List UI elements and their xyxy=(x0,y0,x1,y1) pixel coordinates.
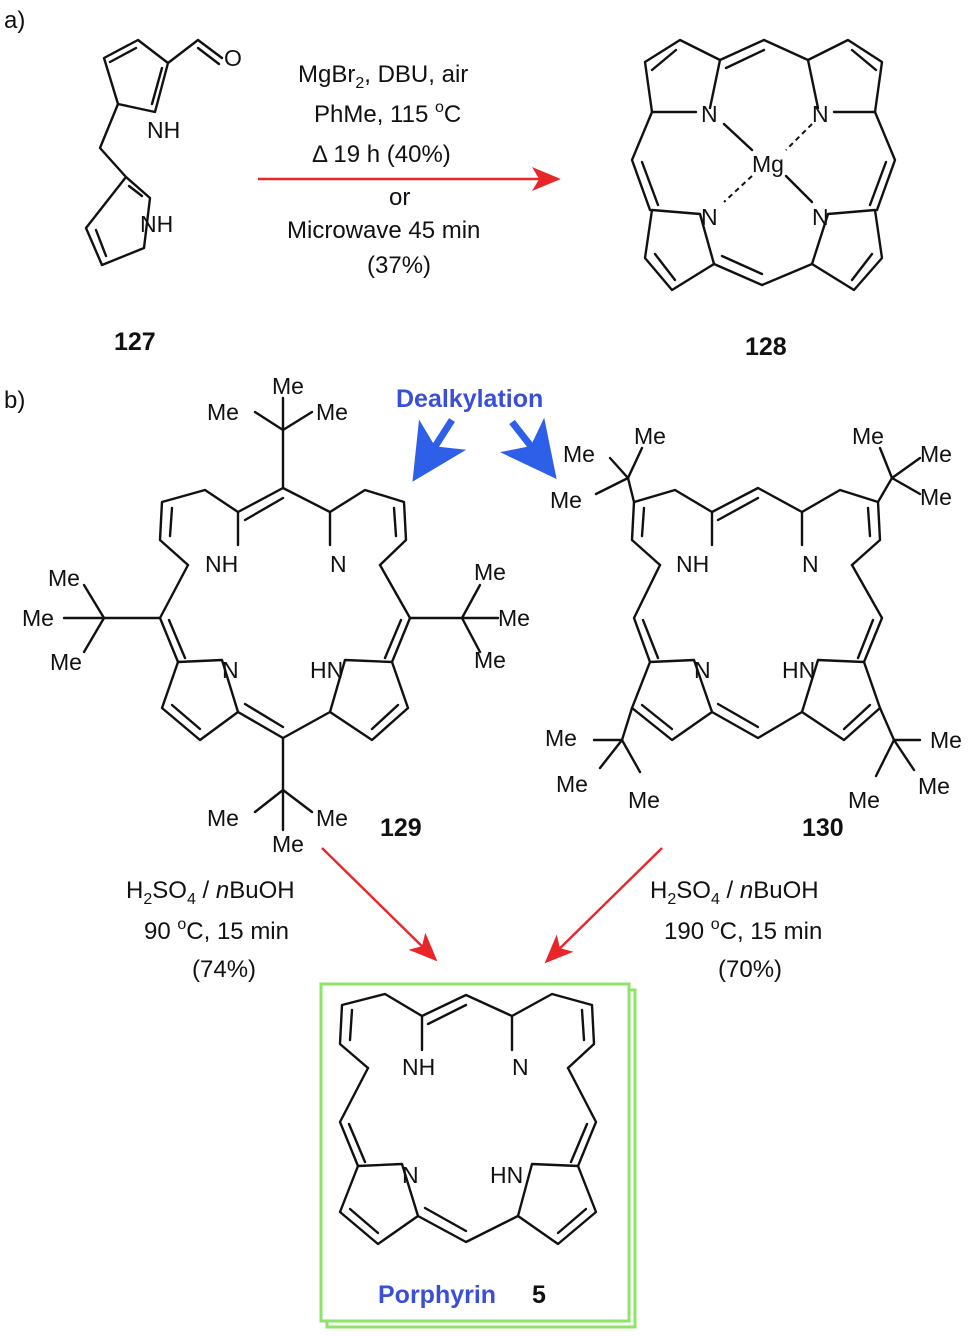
reaction-a-conditions: MgBr2, DBU, air PhMe, 115 oC Δ 19 h (40%… xyxy=(287,61,480,279)
condition-line: or xyxy=(389,184,410,211)
oxygen-atom: O xyxy=(224,45,242,71)
condition-line: 90 oC, 15 min xyxy=(144,916,289,945)
reaction-left-conditions: H2SO4 / nBuOH 90 oC, 15 min (74%) xyxy=(126,877,295,983)
hn-atom: HN xyxy=(490,1162,523,1188)
methyl-label: Me xyxy=(556,771,588,797)
hn-atom: HN xyxy=(310,657,343,683)
molecule-porphyrin-5: NH N N HN xyxy=(338,992,598,1246)
reaction-right-conditions: H2SO4 / nBuOH 190 oC, 15 min (70%) xyxy=(650,877,822,983)
nitrogen-atom: N xyxy=(812,101,829,127)
compound-127-label: 127 xyxy=(114,328,156,356)
nitrogen-atom: N xyxy=(330,551,347,577)
methyl-label: Me xyxy=(48,565,80,591)
methyl-label: Me xyxy=(563,441,595,467)
compound-130-label: 130 xyxy=(802,814,844,842)
nitrogen-atom: N xyxy=(694,657,711,683)
dealkylation-arrow-right xyxy=(500,417,557,480)
condition-line: (70%) xyxy=(718,956,782,983)
methyl-label: Me xyxy=(272,831,304,857)
methyl-label: Me xyxy=(50,649,82,675)
panel-b-label: b) xyxy=(4,387,25,414)
molecule-128: N N Mg N N xyxy=(630,38,897,292)
dealkylation-arrow-left xyxy=(412,418,467,482)
compound-129-label: 129 xyxy=(380,814,422,842)
reaction-arrow-right xyxy=(544,847,663,964)
nitrogen-atom: N xyxy=(802,551,819,577)
reaction-arrow-left xyxy=(321,847,438,962)
nh-atom: NH xyxy=(140,211,173,237)
methyl-label: Me xyxy=(918,773,950,799)
methyl-label: Me xyxy=(930,727,962,753)
methyl-label: Me xyxy=(545,725,577,751)
methyl-label: Me xyxy=(848,787,880,813)
molecule-129: Me Me Me Me Me Me Me Me Me xyxy=(22,373,530,857)
condition-line: Microwave 45 min xyxy=(287,217,480,244)
porphyrin-name-label: Porphyrin xyxy=(378,1281,496,1309)
methyl-label: Me xyxy=(852,423,884,449)
methyl-label: Me xyxy=(22,605,54,631)
methyl-label: Me xyxy=(920,484,952,510)
methyl-label: Me xyxy=(316,805,348,831)
dealkylation-label: Dealkylation xyxy=(396,385,543,413)
nitrogen-atom: N xyxy=(402,1162,419,1188)
hn-atom: HN xyxy=(782,657,815,683)
condition-line: PhMe, 115 oC xyxy=(314,99,461,128)
methyl-label: Me xyxy=(207,399,239,425)
product-box xyxy=(319,982,631,1323)
molecule-130: Me Me Me Me Me Me Me Me Me Me Me Me NH N… xyxy=(545,423,962,813)
methyl-label: Me xyxy=(272,373,304,399)
methyl-label: Me xyxy=(920,441,952,467)
methyl-label: Me xyxy=(498,605,530,631)
magnesium-atom: Mg xyxy=(752,151,784,177)
methyl-label: Me xyxy=(550,487,582,513)
nitrogen-atom: N xyxy=(512,1054,529,1080)
condition-line: 190 oC, 15 min xyxy=(664,916,822,945)
methyl-label: Me xyxy=(316,399,348,425)
nitrogen-atom: N xyxy=(701,101,718,127)
condition-line: (74%) xyxy=(192,956,256,983)
condition-line: (37%) xyxy=(367,252,431,279)
panel-a-label: a) xyxy=(4,7,25,34)
condition-line: MgBr2, DBU, air xyxy=(298,61,468,92)
compound-128-label: 128 xyxy=(745,333,787,361)
nh-atom: NH xyxy=(676,551,709,577)
methyl-label: Me xyxy=(634,423,666,449)
molecule-127: O NH NH xyxy=(84,38,242,267)
nh-atom: NH xyxy=(147,117,180,143)
nitrogen-atom: N xyxy=(812,204,829,230)
nitrogen-atom: N xyxy=(701,204,718,230)
condition-line: H2SO4 / nBuOH xyxy=(650,877,819,908)
nitrogen-atom: N xyxy=(222,657,239,683)
condition-line: H2SO4 / nBuOH xyxy=(126,877,295,908)
compound-5-label: 5 xyxy=(532,1281,546,1309)
nh-atom: NH xyxy=(205,551,238,577)
methyl-label: Me xyxy=(628,787,660,813)
methyl-label: Me xyxy=(474,559,506,585)
condition-line: Δ 19 h (40%) xyxy=(312,141,451,168)
nh-atom: NH xyxy=(402,1054,435,1080)
methyl-label: Me xyxy=(207,805,239,831)
methyl-label: Me xyxy=(474,647,506,673)
